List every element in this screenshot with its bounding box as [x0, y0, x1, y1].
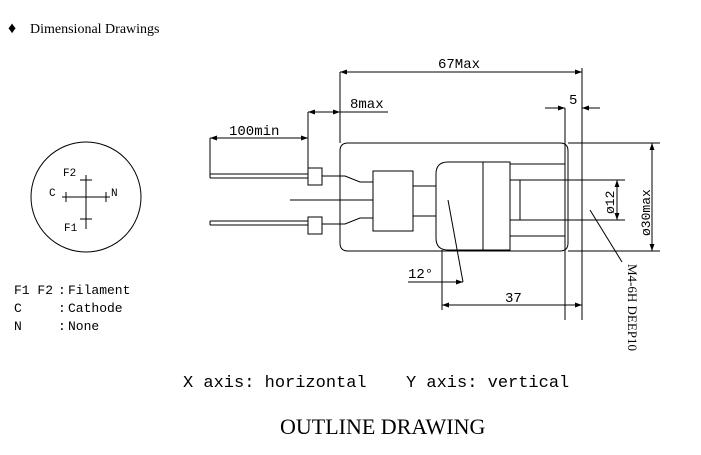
legend-sep-c: :	[58, 301, 66, 316]
pin-legend: F1 F2 : Filament C : Cathode N : None	[14, 283, 130, 334]
dim-label-inner-diameter: ø12	[603, 191, 618, 214]
pin-label-f2: F2	[63, 168, 76, 180]
dim-label-outer-diameter: ø30max	[639, 189, 654, 236]
tube-base	[372, 170, 414, 232]
drawing-caption: OUTLINE DRAWING	[280, 414, 485, 439]
dim-label-body: 37	[505, 291, 522, 307]
dim-label-overall: 67Max	[438, 57, 480, 73]
header-bullet-icon: ♦	[8, 20, 16, 37]
pin-label-c: C	[49, 188, 56, 200]
legend-code-f1f2: F1 F2	[14, 283, 53, 298]
lead-cap-lower	[307, 216, 323, 235]
end-view-circle	[30, 141, 142, 253]
axes-y-label: Y axis: vertical	[406, 374, 569, 393]
dim-label-lead: 100min	[229, 124, 279, 140]
dim-label-thread: M4-6H DEEP10	[625, 264, 640, 351]
legend-sep-f1f2: :	[58, 283, 66, 298]
legend-desc-cathode: Cathode	[68, 301, 123, 316]
axes-x-label: X axis: horizontal	[183, 374, 367, 393]
side-view	[209, 108, 583, 320]
end-view	[30, 141, 142, 253]
legend-code-c: C	[14, 301, 22, 316]
header-title: Dimensional Drawings	[30, 22, 159, 37]
dimension-lines	[209, 68, 660, 320]
dim-label-flange: 5	[569, 93, 577, 109]
electrode-stack	[509, 163, 566, 237]
legend-sep-n: :	[58, 319, 66, 334]
legend-code-n: N	[14, 319, 22, 334]
dim-label-cap: 8max	[350, 97, 384, 113]
thread-leader	[589, 209, 623, 263]
pin-label-f1: F1	[64, 223, 78, 235]
pin-label-n: N	[111, 188, 118, 200]
legend-desc-filament: Filament	[68, 283, 130, 298]
legend-desc-none: None	[68, 319, 99, 334]
dim-label-angle: 12°	[408, 267, 433, 283]
lead-cap-upper	[307, 167, 323, 186]
tube-bulb	[435, 161, 511, 251]
tube-envelope	[339, 142, 569, 252]
